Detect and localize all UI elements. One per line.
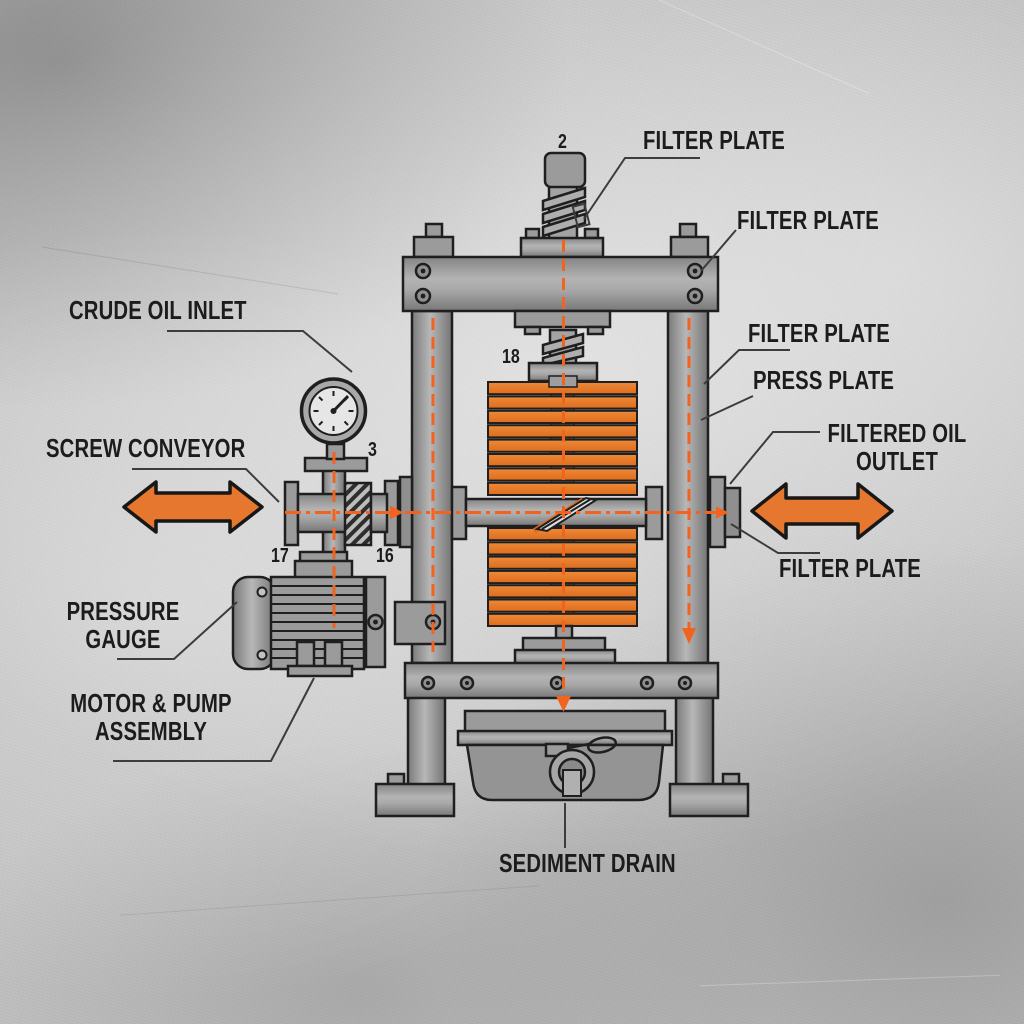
label-filtered-oil-outlet: FILTERED OIL OUTLET — [827, 418, 967, 476]
outlet-double-arrow — [750, 482, 894, 540]
flow-arrowhead-outlet — [716, 506, 729, 519]
pressure-gauge-icon — [299, 377, 368, 445]
leader-lines — [113, 157, 820, 848]
flow-arrowhead-down-right — [682, 628, 696, 644]
label-motor-pump-assembly: MOTOR & PUMP ASSEMBLY — [70, 688, 232, 746]
beam-bolts — [420, 675, 693, 691]
label-pressure-gauge: PRESSURE GAUGE — [66, 596, 180, 654]
press-ram — [513, 309, 612, 383]
label-filter-plate-2: FILTER PLATE — [737, 205, 879, 235]
part-number-top-screw: 2 — [558, 131, 567, 153]
inlet-double-arrow — [122, 480, 264, 534]
label-press-plate: PRESS PLATE — [753, 365, 895, 395]
label-sediment-drain: SEDIMENT DRAIN — [499, 848, 676, 878]
motor-fins — [272, 585, 363, 659]
flow-arrowhead-down-center — [556, 696, 571, 712]
label-filter-plate-3: FILTER PLATE — [748, 318, 890, 348]
motor-icon — [231, 550, 447, 678]
label-filter-plate-1: FILTER PLATE — [643, 125, 785, 155]
part-number-ram-screw: 18 — [502, 346, 520, 368]
top-screw — [519, 151, 605, 259]
flow-lines — [285, 240, 729, 712]
sediment-tray — [456, 709, 674, 802]
drain-valve — [544, 736, 618, 797]
flow-arrows — [122, 480, 894, 540]
part-number-pump-right: 16 — [376, 545, 394, 567]
label-screw-conveyor: SCREW CONVEYOR — [46, 433, 246, 463]
part-number-pump-left: 17 — [271, 545, 289, 567]
label-filter-plate-4: FILTER PLATE — [779, 553, 921, 583]
flow-arrowhead-right — [390, 505, 403, 520]
part-number-gauge: 3 — [368, 439, 377, 461]
filter-press-machine — [231, 151, 750, 818]
label-crude-oil-inlet: CRUDE OIL INLET — [69, 295, 247, 325]
